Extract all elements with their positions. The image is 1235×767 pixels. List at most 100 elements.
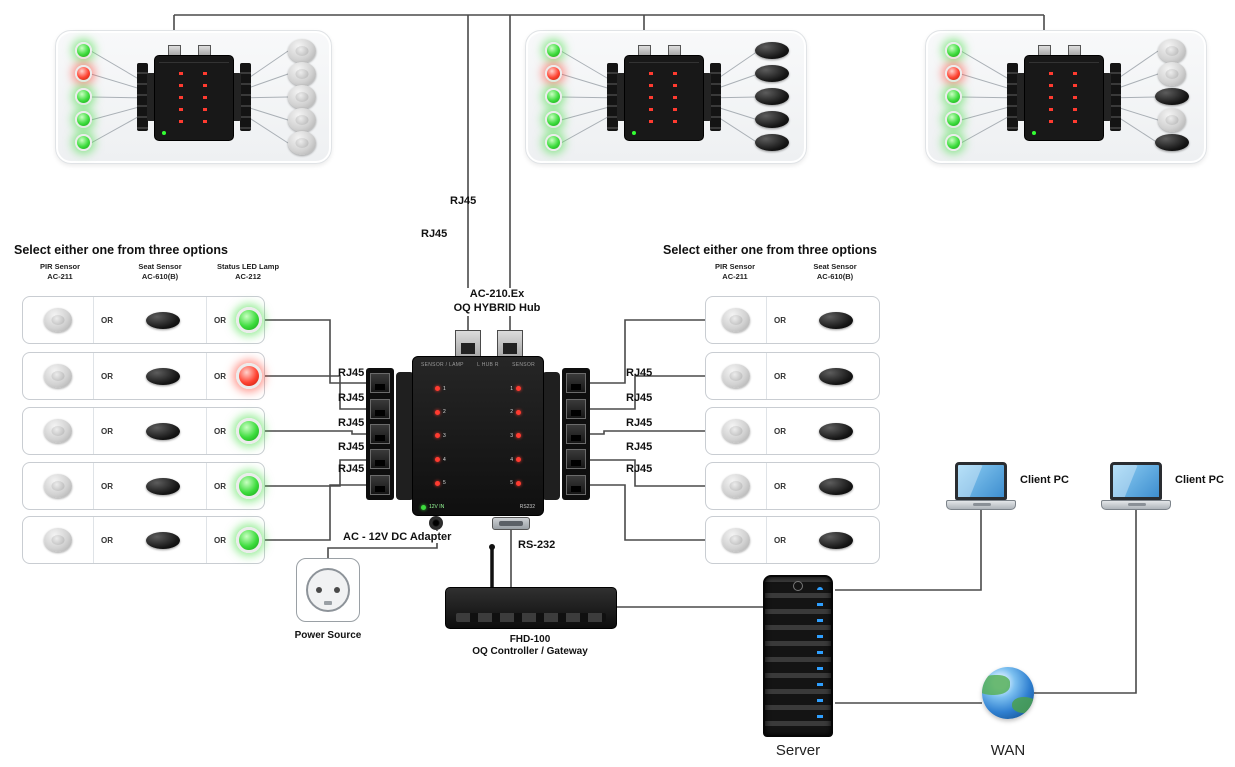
rj45-jack-icon bbox=[566, 373, 586, 394]
sensor-slot bbox=[282, 38, 322, 63]
seat-cell bbox=[120, 297, 206, 343]
led-indicators bbox=[179, 72, 183, 128]
led-column bbox=[63, 39, 103, 154]
seat-sensor bbox=[819, 311, 853, 329]
led-slot bbox=[63, 85, 103, 108]
or-text: OR bbox=[101, 315, 113, 325]
hub-name-label: OQ HYBRID Hub bbox=[453, 301, 541, 314]
port-indicator: 1 bbox=[435, 386, 446, 392]
hub-port-row: 2 2 bbox=[421, 409, 535, 415]
lamp-cell bbox=[233, 463, 264, 509]
wan-globe-icon bbox=[982, 667, 1034, 719]
sensor-slot bbox=[752, 85, 792, 108]
hub-port-row: 5 5 bbox=[421, 480, 535, 486]
or-text: OR bbox=[214, 535, 226, 545]
sensor-column bbox=[752, 39, 792, 154]
hub-body bbox=[624, 55, 704, 141]
hub-port-rows: 1 1 2 2 3 3 4 4 5 5 bbox=[421, 368, 535, 504]
pir-cell bbox=[706, 463, 766, 509]
sensor-slot bbox=[752, 131, 792, 154]
sensor-column bbox=[1152, 38, 1192, 154]
mounting-wing bbox=[396, 372, 414, 500]
status-led bbox=[544, 134, 562, 151]
port-indicator: 2 bbox=[435, 409, 446, 415]
seat-sensor bbox=[146, 422, 180, 440]
db9-serial-port-icon bbox=[492, 517, 530, 530]
right-option-row-4: OR bbox=[705, 462, 880, 510]
or-text: OR bbox=[214, 315, 226, 325]
led-slot bbox=[933, 39, 973, 62]
lamp-header: Status LED Lamp AC-212 bbox=[202, 262, 294, 282]
mounting-wing bbox=[617, 73, 626, 121]
port-indicator: 5 bbox=[435, 480, 446, 486]
or-label: OR bbox=[206, 297, 233, 343]
lamp-cell bbox=[233, 408, 264, 454]
oq-hub-device bbox=[607, 45, 721, 149]
pir-header-line2: AC-211 bbox=[722, 271, 748, 281]
pir-sensor bbox=[722, 308, 750, 332]
red-led-icon bbox=[435, 433, 440, 439]
sensor-fan-cables bbox=[233, 50, 289, 144]
sensor-device bbox=[755, 42, 789, 59]
rj45-jack-icon bbox=[370, 373, 390, 394]
port-number: 5 bbox=[510, 480, 513, 487]
seat-sensor bbox=[819, 422, 853, 440]
pir-sensor bbox=[722, 364, 750, 388]
hub-cluster-panel-3 bbox=[925, 30, 1207, 164]
sensor-slot bbox=[752, 108, 792, 131]
pir-cell bbox=[23, 517, 93, 563]
pir-cell bbox=[706, 353, 766, 399]
jack-strip bbox=[240, 63, 251, 131]
rj45-label: RJ45 bbox=[338, 417, 365, 429]
hub-face-left-text: SENSOR / LAMP bbox=[421, 362, 464, 368]
red-led-icon bbox=[435, 386, 440, 392]
status-led bbox=[944, 65, 962, 82]
port-indicator: 4 bbox=[510, 457, 521, 463]
pir-sensor bbox=[44, 308, 72, 332]
hub-uplink-port-l bbox=[455, 330, 481, 358]
seat-sensor bbox=[819, 367, 853, 385]
port-number: 2 bbox=[510, 409, 513, 416]
rj45-jack-icon bbox=[566, 449, 586, 470]
port-indicator: 4 bbox=[435, 457, 446, 463]
power-led bbox=[162, 131, 166, 135]
right-jack-block bbox=[562, 368, 590, 500]
sensor-device bbox=[755, 111, 789, 128]
left-option-row-4: OR OR bbox=[22, 462, 265, 510]
left-jack-block bbox=[366, 368, 394, 500]
sensor-slot bbox=[1152, 61, 1192, 86]
rj45-label: RJ45 bbox=[626, 463, 653, 475]
led-slot bbox=[533, 39, 573, 62]
status-led bbox=[74, 134, 92, 151]
sensor-slot bbox=[752, 62, 792, 85]
red-led-icon bbox=[435, 480, 440, 486]
pir-header-line1: PIR Sensor bbox=[39, 262, 80, 271]
red-led-icon bbox=[516, 386, 521, 392]
pir-cell bbox=[706, 517, 766, 563]
led-slot bbox=[933, 85, 973, 108]
rj45-jack-icon bbox=[566, 423, 586, 444]
mounting-wing bbox=[542, 372, 560, 500]
seat-sensor-header: Seat Sensor AC-610(B) bbox=[112, 262, 208, 282]
status-led bbox=[74, 88, 92, 105]
oq-hybrid-hub-body: SENSOR / LAMP L HUB R SENSOR 1 1 2 2 3 3… bbox=[412, 356, 544, 516]
led-indicators bbox=[1049, 72, 1053, 128]
or-text: OR bbox=[774, 315, 786, 325]
led-slot bbox=[533, 131, 573, 154]
hub-face-right-text: SENSOR bbox=[512, 362, 535, 368]
led-fan-cables bbox=[960, 50, 1025, 144]
led-indicators bbox=[649, 72, 653, 128]
right-select-heading: Select either one from three options bbox=[663, 243, 877, 257]
status-led bbox=[944, 134, 962, 151]
led-indicators bbox=[673, 72, 677, 128]
socket-slot bbox=[324, 601, 332, 605]
mounting-wing bbox=[702, 73, 711, 121]
power-led bbox=[632, 131, 636, 135]
controller-gateway-device bbox=[445, 587, 617, 629]
lamp-cell bbox=[233, 517, 264, 563]
status-led bbox=[544, 111, 562, 128]
right-option-row-1: OR bbox=[705, 296, 880, 344]
status-led-lamp bbox=[235, 527, 262, 553]
